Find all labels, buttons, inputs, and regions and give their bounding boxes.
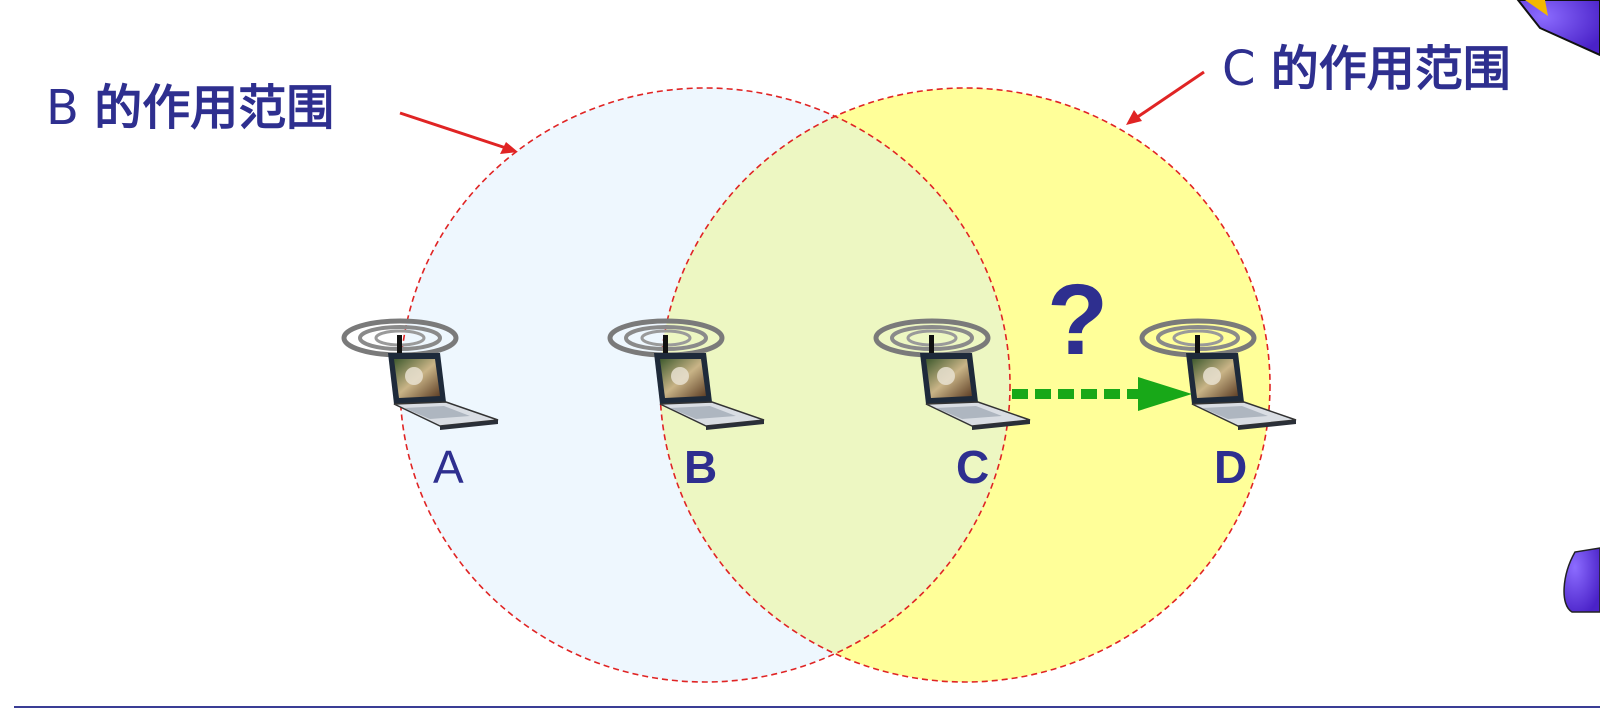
question-mark: ?	[1047, 264, 1109, 376]
c-range-label: C 的作用范围	[1222, 45, 1511, 93]
b-range-label-letter: B	[46, 80, 79, 136]
b-range-pointer-arrow	[399, 111, 518, 154]
c-range-label-text: 的作用范围	[1270, 41, 1511, 97]
node-label-a: A	[433, 441, 464, 493]
c-range-label-letter: C	[1222, 41, 1256, 97]
node-label-c: C	[956, 441, 990, 493]
c-range-pointer-arrow	[1126, 70, 1205, 125]
corner-decoration-icon	[1516, 0, 1600, 613]
b-range-label-text: 的作用范围	[94, 80, 335, 136]
node-label-d: D	[1214, 441, 1248, 493]
node-label-b: B	[684, 441, 718, 493]
b-range-label: B 的作用范围	[46, 84, 334, 132]
c-to-d-transmission-arrow	[1012, 377, 1192, 411]
